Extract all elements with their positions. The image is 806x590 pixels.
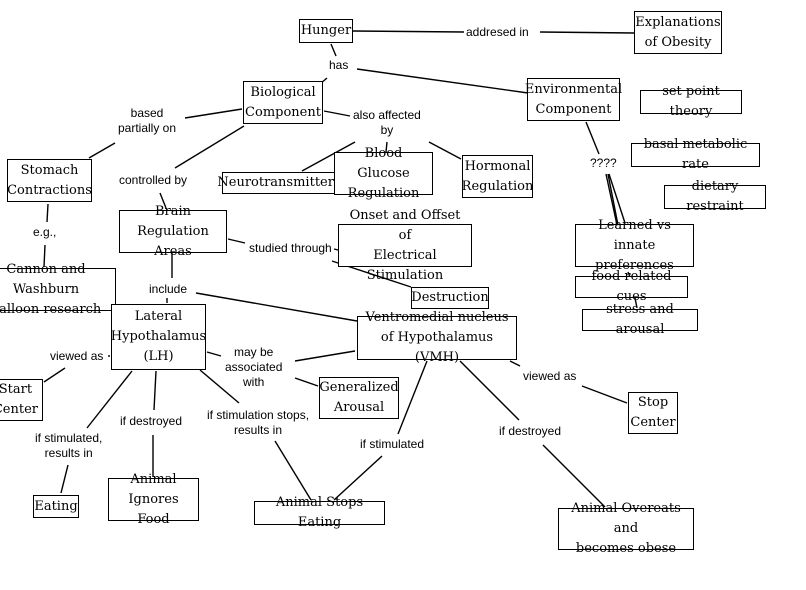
connector-vmh-ifstim (397, 360, 428, 435)
node-stomach-contractions[interactable]: Stomach Contractions (7, 159, 92, 202)
connector-food-stress (634, 297, 638, 309)
node-environmental-component[interactable]: Environmental Component (525, 78, 622, 121)
connector-also-glucose (385, 141, 388, 153)
link-viewed-as-vmh: viewed as (523, 369, 577, 384)
link-also-affected-by: also affected by (353, 108, 421, 138)
node-food-related-cues[interactable]: food related cues (575, 269, 688, 304)
link-viewed-as-lh: viewed as (50, 349, 104, 364)
connector-vmh-ifdestroyed (459, 360, 520, 421)
connector-addresed-explanations (539, 31, 635, 34)
connector-hunger-has (330, 43, 337, 57)
connector-biological-based (184, 108, 243, 119)
link-if-destroyed-lh: if destroyed (120, 414, 183, 429)
node-vmh[interactable]: Ventromedial nucleus of Hypothalamus (VM… (357, 310, 517, 365)
connector-question-learned-1 (605, 173, 618, 226)
link-if-stimulated-results-in: if stimulated, results in (35, 431, 103, 461)
node-animal-overeats[interactable]: Animal Overeats and becomes obese (558, 501, 694, 556)
node-lateral-hypothalamus[interactable]: Lateral Hypothalamus (LH) (111, 304, 206, 370)
node-start-center[interactable]: Start Center (0, 379, 43, 421)
connector-based-stomach (88, 142, 116, 159)
node-stop-center[interactable]: Stop Center (628, 392, 678, 434)
node-onset-offset-stimulation[interactable]: Onset and Offset of Electrical Stimulati… (338, 208, 472, 283)
node-stress-and-arousal[interactable]: stress and arousal (582, 302, 698, 337)
node-basal-metabolic-rate[interactable]: basal metabolic rate (631, 137, 760, 172)
link-include: include (149, 282, 188, 297)
link-if-destroyed-vmh: if destroyed (499, 424, 562, 439)
connector-env-question (585, 121, 600, 155)
connector-stomach-eg (46, 203, 49, 223)
connector-also-hormonal (428, 141, 462, 160)
link-has: has (329, 58, 349, 73)
connector-eg-cannon (43, 244, 46, 268)
connector-question-learned-2 (607, 173, 619, 226)
connector-ifdestroyed-overeats (542, 444, 606, 508)
node-generalized-arousal[interactable]: Generalized Arousal (319, 377, 399, 419)
connector-may-arousal (294, 377, 319, 387)
node-neurotransmitters[interactable]: Neurotransmitters (217, 172, 341, 194)
connector-lh-ifdestroyed (153, 370, 157, 411)
connector-controlled-brain (159, 192, 167, 209)
connector-ifstop-stops (274, 440, 312, 501)
connector-biological-also (323, 110, 351, 117)
link-addresed-in: addresed in (466, 25, 529, 40)
node-hunger[interactable]: Hunger (299, 19, 353, 43)
connector-hunger-addresed (352, 30, 465, 33)
connector-lh-ifstim (86, 370, 133, 429)
connector-has-environmental (356, 68, 529, 94)
connector-ifstim-stops (333, 455, 383, 501)
node-animal-stops-eating[interactable]: Animal Stops Eating (254, 495, 385, 530)
node-set-point-theory[interactable]: set point theory (640, 84, 742, 119)
node-cannon-washburn[interactable]: Cannon and Washburn balloon research (0, 262, 116, 317)
link-question-marks: ???? (590, 156, 617, 171)
node-destruction[interactable]: Destruction (411, 287, 489, 309)
link-eg: e.g., (33, 225, 57, 240)
node-hormonal-regulation[interactable]: Hormonal Regulation (462, 155, 533, 198)
link-if-stimulation-stops: if stimulation stops, results in (207, 408, 310, 438)
connector-ifstim-eating (60, 464, 69, 494)
connector-question-learned-3 (608, 173, 626, 224)
node-blood-glucose-regulation[interactable]: Blood Glucose Regulation (334, 146, 433, 201)
connector-viewedas-stop (581, 385, 628, 404)
connector-lh-ifstop (199, 369, 240, 404)
connector-may-vmh (294, 350, 356, 362)
connector-viewed-start (43, 367, 66, 383)
connector-brain-studied (227, 238, 246, 244)
connector-also-neuro (301, 141, 356, 172)
node-explanations-of-obesity[interactable]: Explanations of Obesity (634, 11, 722, 54)
connector-lh-may (206, 351, 222, 357)
node-animal-ignores-food[interactable]: Animal Ignores Food (108, 472, 199, 527)
link-studied-through: studied through (249, 241, 332, 255)
node-eating[interactable]: Eating (33, 495, 79, 518)
link-based-partially-on: based partially on (118, 106, 177, 136)
node-biological-component[interactable]: Biological Component (243, 81, 323, 124)
link-may-be-associated-with: may be associated with (225, 345, 283, 390)
link-if-stimulated-vmh: if stimulated (360, 437, 425, 452)
connector-studied-onset (333, 248, 339, 251)
node-learned-vs-innate[interactable]: Learned vs innate preferences (575, 218, 694, 273)
connector-biological-controlled (174, 125, 245, 169)
connector-vmh-viewedas (509, 360, 521, 367)
node-brain-regulation-areas[interactable]: Brain Regulation Areas (119, 204, 227, 259)
link-controlled-by: controlled by (119, 173, 188, 188)
node-dietary-restraint[interactable]: dietary restraint (664, 179, 766, 214)
connector-include-vmh (195, 292, 358, 322)
